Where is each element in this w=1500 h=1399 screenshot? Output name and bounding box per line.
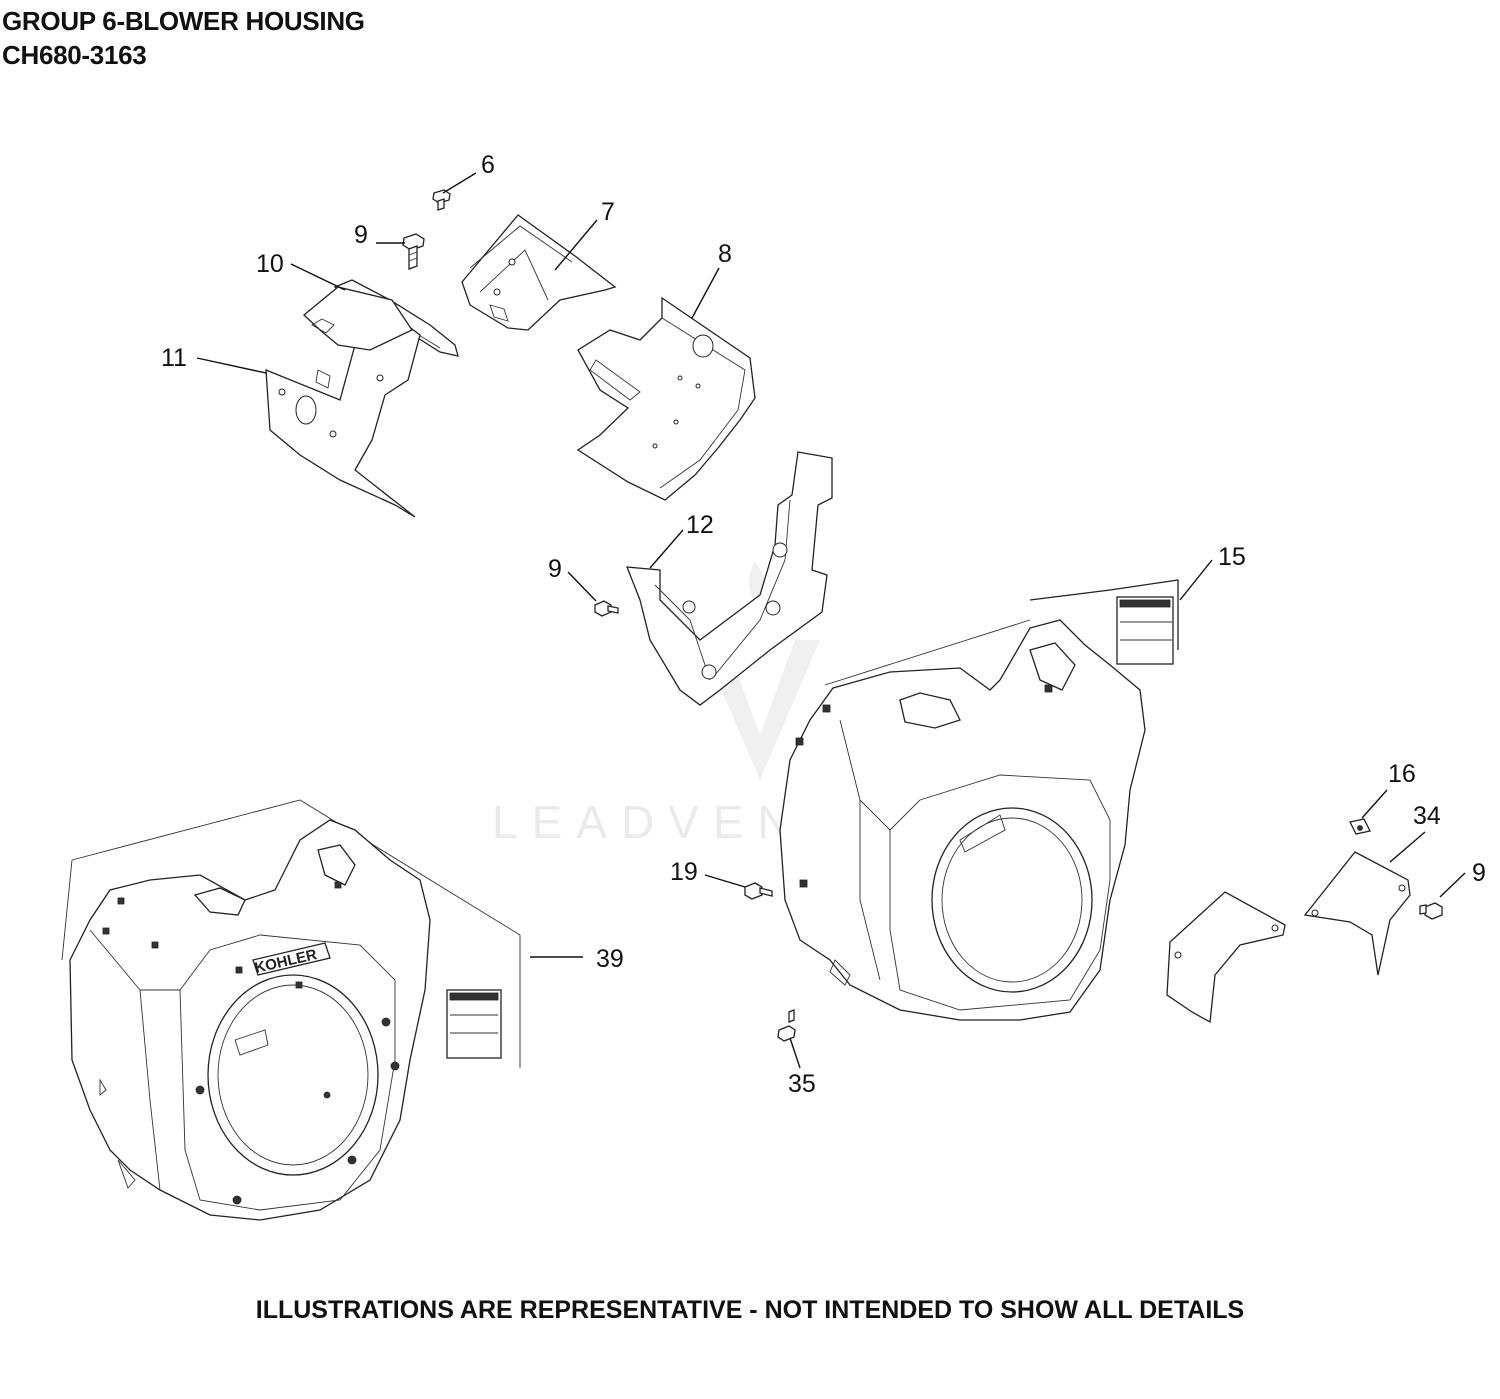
part-9-screw-upper[interactable] xyxy=(402,233,425,270)
model-number: CH680-3163 xyxy=(2,40,147,70)
blower-housing-assembly-left[interactable]: KOHLER xyxy=(61,799,521,1221)
callout-16: 16 xyxy=(1388,760,1416,788)
part-8-center-shroud[interactable] xyxy=(576,296,756,501)
part-6-screw[interactable] xyxy=(432,189,451,211)
part-35-screw[interactable] xyxy=(777,1009,796,1042)
blower-housing-right[interactable] xyxy=(779,619,1146,1021)
part-9-screw-middle[interactable] xyxy=(594,600,619,617)
part-19-screw[interactable] xyxy=(744,882,773,900)
callout-8: 8 xyxy=(718,240,732,268)
callout-12: 12 xyxy=(686,511,714,539)
callout-10: 10 xyxy=(256,250,284,278)
part-7-upper-shroud[interactable] xyxy=(461,214,617,331)
callout-19: 19 xyxy=(670,858,698,886)
part-15-decal[interactable] xyxy=(1029,579,1179,665)
callout-39: 39 xyxy=(596,945,624,973)
part-39-decal[interactable] xyxy=(446,989,502,1059)
part-11-side-shroud[interactable] xyxy=(265,286,421,518)
part-9-screw-right[interactable] xyxy=(1419,902,1443,920)
group-title: GROUP 6-BLOWER HOUSING xyxy=(2,6,365,36)
callout-35: 35 xyxy=(788,1070,816,1098)
disclaimer-note: ILLUSTRATIONS ARE REPRESENTATIVE - NOT I… xyxy=(255,1296,1245,1324)
callout-15: 15 xyxy=(1218,543,1246,571)
part-34-baffle-plate[interactable] xyxy=(1303,851,1411,976)
callout-6: 6 xyxy=(481,151,495,179)
callout-9-right: 9 xyxy=(1472,859,1486,887)
callout-7: 7 xyxy=(601,198,615,226)
part-16-clip-nut[interactable] xyxy=(1349,818,1371,835)
callout-9-upper: 9 xyxy=(354,221,368,249)
lower-baffle-plate[interactable] xyxy=(1166,891,1286,1024)
leader-lines xyxy=(196,172,1466,1069)
callout-9-middle: 9 xyxy=(548,555,562,583)
part-12-baffle[interactable] xyxy=(626,451,833,706)
callout-11: 11 xyxy=(161,344,187,372)
callout-34: 34 xyxy=(1413,802,1441,830)
